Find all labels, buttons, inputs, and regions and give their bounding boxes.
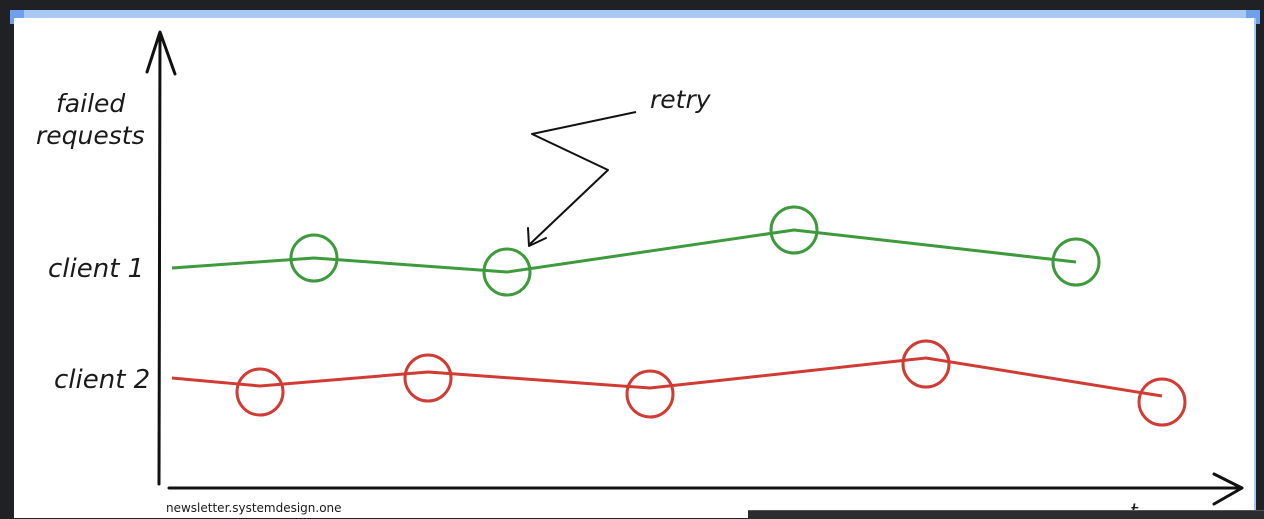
y-axis-label-line1: failed bbox=[56, 89, 125, 118]
retry-lightning-arrow bbox=[529, 111, 637, 245]
series-label-client-2: client 2 bbox=[54, 365, 150, 395]
selection-top-border bbox=[14, 10, 1254, 18]
x-axis-arrowhead bbox=[1212, 472, 1244, 506]
watermark: newsletter.systemdesign.one bbox=[166, 501, 342, 515]
x-axis bbox=[167, 472, 1244, 506]
series-1-marker-2 bbox=[482, 247, 532, 297]
y-axis-arrowhead bbox=[145, 30, 177, 76]
series-line-1 bbox=[171, 228, 1077, 274]
series-2-marker-2 bbox=[403, 353, 453, 403]
retry-arrowhead bbox=[527, 227, 547, 247]
y-axis-label-line2: requests bbox=[36, 121, 145, 150]
series-label-client-1: client 1 bbox=[48, 254, 144, 284]
retry-diagram: failed requests client 1 client 2 retry … bbox=[36, 30, 1244, 518]
series-1-marker-1 bbox=[289, 233, 339, 283]
series-2-marker-1 bbox=[235, 367, 285, 417]
series-layer bbox=[171, 205, 1187, 427]
x-axis-label-partial: t bbox=[1130, 499, 1139, 518]
retry-annotation-label: retry bbox=[650, 85, 712, 114]
series-1-marker-3 bbox=[769, 205, 819, 255]
diagram-canvas: failed requests client 1 client 2 retry … bbox=[14, 18, 1254, 518]
series-2-marker-5 bbox=[1137, 377, 1187, 427]
series-1-marker-4 bbox=[1051, 237, 1101, 287]
y-axis bbox=[145, 30, 177, 486]
series-2-marker-4 bbox=[901, 339, 951, 389]
selection-right-border bbox=[1252, 18, 1256, 518]
series-2-marker-3 bbox=[625, 369, 675, 419]
overlay-panel-edge bbox=[748, 510, 1264, 519]
series-line-2 bbox=[171, 356, 1163, 398]
